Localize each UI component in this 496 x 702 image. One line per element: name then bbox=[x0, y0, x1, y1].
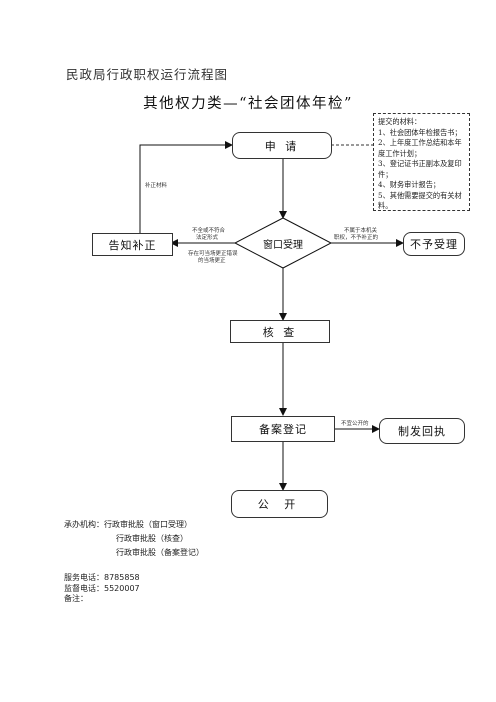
label-incomplete-1: 不全或不符合 bbox=[192, 228, 226, 234]
dept-label: 承办机构： bbox=[64, 520, 104, 529]
label-not-public: 不宜公开的 bbox=[341, 421, 369, 427]
materials-item: 3、登记证书正副本及复印件； bbox=[378, 159, 462, 179]
service-phone: 服务电话：8785858 bbox=[64, 573, 140, 582]
edge-notify-apply bbox=[139, 141, 233, 233]
node-reject: 不予受理 bbox=[403, 232, 465, 256]
label-incomplete-2: 法定形式 bbox=[196, 235, 219, 241]
label-correctable-2: 的当场更正 bbox=[198, 258, 226, 264]
window-decision-diamond bbox=[233, 217, 333, 269]
materials-note: 提交的材料： 1、社会团体年检报告书； 2、上年度工作总结和本年度工作计划； 3… bbox=[373, 113, 470, 211]
materials-item: 5、其他需要提交的有关材料。 bbox=[378, 190, 462, 211]
node-verify: 核 查 bbox=[230, 320, 330, 343]
node-issue: 制发回执 bbox=[379, 418, 465, 444]
dept-item: 行政审批股（窗口受理） bbox=[104, 520, 192, 529]
label-supplement: 补正材料 bbox=[145, 183, 168, 189]
node-record: 备案登记 bbox=[231, 416, 335, 442]
diagram-title: 其他权力类—“社会团体年检” bbox=[143, 96, 353, 112]
node-publish: 公 开 bbox=[231, 490, 328, 518]
materials-item: 2、上年度工作总结和本年度工作计划； bbox=[378, 138, 462, 158]
node-notify: 告知补正 bbox=[92, 233, 173, 256]
supervise-phone: 监督电话：5520007 bbox=[64, 583, 140, 593]
agency-title: 民政局行政职权运行流程图 bbox=[66, 67, 229, 82]
dept-item: 行政审批股（核查） bbox=[116, 534, 188, 543]
dept-item: 行政审批股（备案登记） bbox=[116, 548, 204, 557]
node-window: 窗口受理 bbox=[263, 239, 303, 251]
remarks: 备注： bbox=[64, 594, 88, 603]
contact-block: 服务电话：8785858 监督电话：5520007 备注： bbox=[64, 573, 140, 605]
dept-block: 承办机构： 行政审批股（窗口受理） 行政审批股（核查） 行政审批股（备案登记） bbox=[64, 518, 204, 560]
label-not-authority-1: 不属于本机关 bbox=[344, 228, 378, 234]
label-correctable-1: 存在可当场更正错误 bbox=[188, 251, 238, 257]
node-apply: 申 请 bbox=[232, 132, 332, 159]
materials-title: 提交的材料： bbox=[378, 117, 422, 126]
materials-item: 4、财务审计报告； bbox=[378, 180, 441, 189]
label-not-authority-2: 职权，不予补正的 bbox=[334, 235, 379, 241]
materials-item: 1、社会团体年检报告书； bbox=[378, 127, 462, 137]
